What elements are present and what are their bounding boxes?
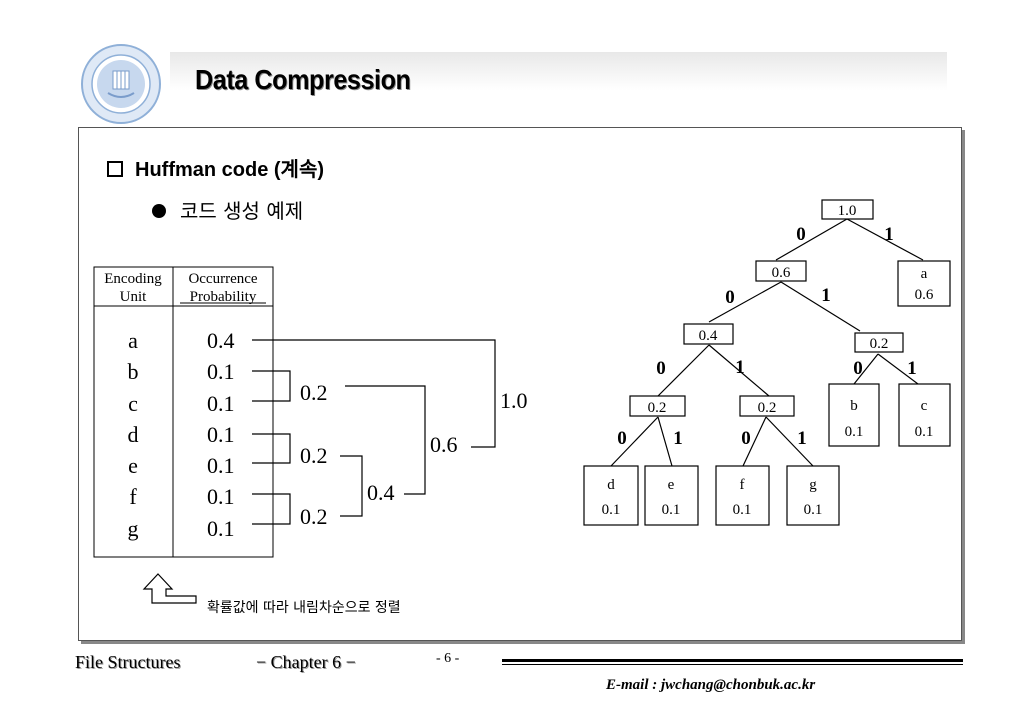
tree-leaf-c [898,383,951,447]
university-logo [81,44,161,124]
footer-page-number: - 6 - [436,651,460,666]
table-unit: f [129,484,137,509]
footer-email: E-mail : jwchang@chonbuk.ac.kr [606,677,816,693]
checkbox-bullet-icon [107,160,123,177]
merge-brackets [252,339,496,525]
tree-node-0.2-a [629,395,686,417]
merge-label: 0.4 [367,480,395,505]
table-header-unit-1: Encoding [104,271,162,287]
tree-node-label: e [668,477,675,493]
tree-leaf-f [715,465,770,526]
tree-leaf-b [828,383,880,447]
tree-node-0.2-b [739,395,795,417]
edge-bit: 1 [884,224,894,245]
footer-divider-thin [502,664,963,665]
footer-chapter: − Chapter 6 − [256,652,356,672]
edge-bit: 1 [907,358,917,379]
bullet-level1: Huffman code (계속) [107,153,324,182]
bullet-level2: 코드 생성 예제 [152,195,303,224]
tree-node-label: 0.1 [845,424,864,440]
table-unit: d [128,422,139,447]
sort-arrow-icon [142,573,197,604]
tree-node-0.6 [755,260,807,282]
table-unit: a [128,328,138,353]
tree-leaf-e [644,465,699,526]
table-unit: b [128,359,139,384]
tree-node-label: 1.0 [838,203,857,219]
tree-node-label: g [809,477,817,493]
edge-bit: 0 [796,224,806,245]
edge-bit: 0 [656,358,666,379]
tree-node-label: 0.1 [804,502,823,518]
edge-bit: 0 [741,428,751,449]
table-prob: 0.1 [207,422,235,447]
tree-node-label: b [850,398,858,414]
table-unit: g [128,516,139,541]
tree-leaf-a [897,260,951,307]
edge-bit: 0 [853,358,863,379]
edge-bit: 0 [617,428,627,449]
table-header-unit-2: Unit [120,289,148,305]
table-prob: 0.1 [207,484,235,509]
tree-node-label: 0.1 [602,502,621,518]
table-prob: 0.1 [207,453,235,478]
table-unit: e [128,453,138,478]
merge-label: 0.2 [300,443,328,468]
tree-node-0.2-right [854,332,904,353]
sort-note: 확률값에 따라 내림차순으로 정렬 [207,600,401,616]
tree-node-label: 0.1 [662,502,681,518]
edge-bit: 1 [673,428,683,449]
footer-course: File Structures [75,652,181,672]
tree-node-label: 0.2 [648,400,667,416]
dot-bullet-icon [152,203,166,218]
tree-node-label: 0.6 [772,265,791,281]
huffman-tree [610,218,924,467]
merge-label: 0.2 [300,380,328,405]
tree-leaf-d [583,465,639,526]
bullet-level2-text: 코드 생성 예제 [180,199,304,223]
title-bar [170,52,947,116]
merge-label: 1.0 [500,388,528,413]
table-header-prob-1: Occurrence [188,271,257,287]
tree-node-label: 0.2 [870,336,889,352]
probability-table [93,266,274,558]
edge-bit: 1 [821,285,831,306]
edge-bit: 1 [797,428,807,449]
table-prob: 0.1 [207,391,235,416]
merge-label: 0.2 [300,504,328,529]
table-prob: 0.1 [207,359,235,384]
tree-node-label: a [921,266,928,282]
slide-title: Data Compression [195,64,411,95]
tree-node-label: c [921,398,928,414]
merge-label: 0.6 [430,432,458,457]
tree-node-label: 0.1 [915,424,934,440]
footer-divider [502,659,963,662]
tree-node-label: 0.4 [699,328,718,344]
table-header-prob-2: Probability [190,289,257,305]
tree-node-label: d [607,477,615,493]
content-frame [78,127,962,641]
tree-node-label: 0.1 [733,502,752,518]
tree-node-label: 0.2 [758,400,777,416]
bullet-level1-text: Huffman code (계속) [135,159,325,181]
table-prob: 0.1 [207,516,235,541]
table-unit: c [128,391,138,416]
edge-bit: 1 [735,357,745,378]
tree-leaf-g [786,465,840,526]
tree-node-0.4 [683,323,734,345]
tree-node-label: f [740,477,745,493]
table-prob: 0.4 [207,328,235,353]
tree-node-label: 0.6 [915,287,934,303]
tree-node-root [821,199,874,220]
edge-bit: 0 [725,287,735,308]
